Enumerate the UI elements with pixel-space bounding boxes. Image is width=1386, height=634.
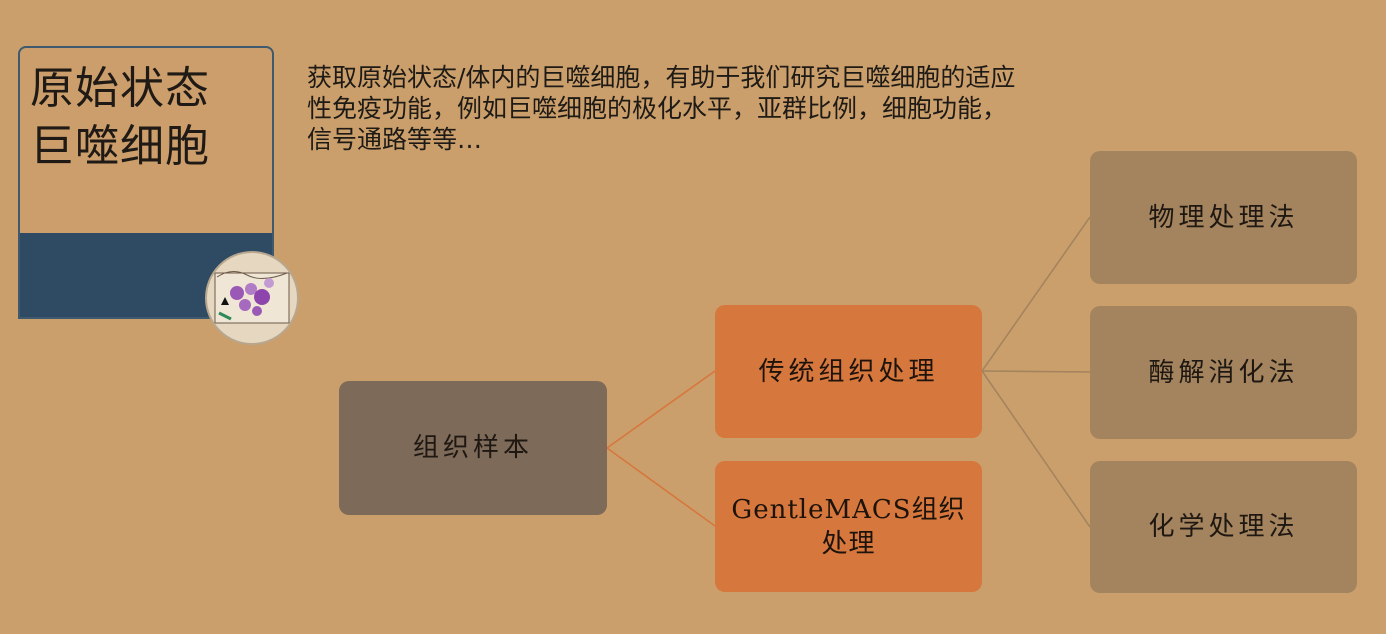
technique-node-physical: 物理处理法 (1090, 151, 1357, 284)
method-node-gentlemacs: GentleMACS组织处理 (715, 461, 982, 592)
root-node-tissue-sample: 组织样本 (339, 381, 607, 515)
technique-node-chemical: 化学处理法 (1090, 461, 1357, 593)
method-node-traditional: 传统组织处理 (715, 305, 982, 438)
macrophage-tissue-image (205, 251, 299, 345)
technique-node-enzymatic: 酶解消化法 (1090, 306, 1357, 439)
slide-title: 原始状态 巨噬细胞 (30, 63, 210, 172)
intro-text: 获取原始状态/体内的巨噬细胞，有助于我们研究巨噬细胞的适应性免疫功能，例如巨噬细… (307, 63, 1016, 154)
